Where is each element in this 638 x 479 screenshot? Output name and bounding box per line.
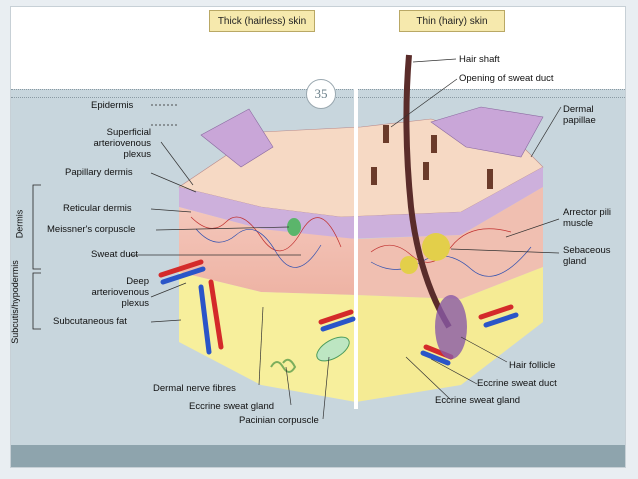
label-eccrine-sweat-duct: Eccrine sweat duct xyxy=(477,378,557,389)
label-eccrine-sweat-gland: Eccrine sweat gland xyxy=(189,401,275,412)
label-papillary-dermis: Papillary dermis xyxy=(65,167,133,178)
tab-thin-skin: Thin (hairy) skin xyxy=(399,10,505,32)
sebaceous-gland xyxy=(400,256,418,274)
label-sebaceous-gland: Sebaceous gland xyxy=(563,245,611,267)
label-meissner-corpuscle: Meissner's corpuscle xyxy=(47,224,136,235)
label-subcutis: Subcutis/hypodermis xyxy=(10,260,20,344)
label-pacinian-corpuscle: Pacinian corpuscle xyxy=(239,415,319,426)
tab-thick-skin: Thick (hairless) skin xyxy=(209,10,315,32)
layer-brackets xyxy=(32,104,179,330)
slide: Thick (hairless) skin Thin (hairy) skin xyxy=(10,6,626,468)
label-epidermis: Epidermis xyxy=(91,100,134,111)
label-reticular-dermis: Reticular dermis xyxy=(63,203,132,214)
label-dermal-nerve-fibres: Dermal nerve fibres xyxy=(153,383,236,394)
hair-shaft xyxy=(403,54,452,329)
label-eccrine-sweat-gland-right: Eccrine sweat gland xyxy=(435,395,521,406)
label-opening-sweat-duct: Opening of sweat duct xyxy=(459,73,554,84)
leader-lines xyxy=(129,58,562,420)
blood-vessels xyxy=(158,259,519,366)
label-hair-follicle: Hair follicle xyxy=(509,360,556,371)
label-dermis: Dermis xyxy=(14,209,25,239)
sebaceous-gland xyxy=(422,233,450,261)
epidermis-flap-right xyxy=(430,106,544,158)
pacinian-corpuscle xyxy=(316,336,350,362)
hair-follicle xyxy=(435,295,467,359)
meissner-corpuscle xyxy=(287,218,301,236)
label-dermal-papillae: Dermal papillae xyxy=(563,104,596,126)
page-number-badge: 35 xyxy=(306,79,336,109)
bottom-band xyxy=(11,445,625,467)
label-subcutaneous-fat: Subcutaneous fat xyxy=(53,316,127,327)
epidermis-layer xyxy=(179,167,543,239)
label-hair-shaft: Hair shaft xyxy=(459,54,500,65)
dermis-left-face xyxy=(179,207,356,295)
label-deep-plexus: Deep arteriovenous plexus xyxy=(91,276,149,309)
capillary-network xyxy=(190,216,532,277)
label-superficial-plexus: Superficial arteriovenous plexus xyxy=(93,127,151,160)
label-sweat-duct: Sweat duct xyxy=(91,249,138,260)
skin-cross-section-diagram xyxy=(32,54,562,420)
fat-left-face xyxy=(179,272,356,402)
eccrine-gland-coil xyxy=(270,358,297,373)
hair-stubs xyxy=(371,125,493,189)
epidermis-flap-left xyxy=(200,108,274,168)
label-arrector-pili-muscle: Arrector pili muscle xyxy=(563,207,612,229)
